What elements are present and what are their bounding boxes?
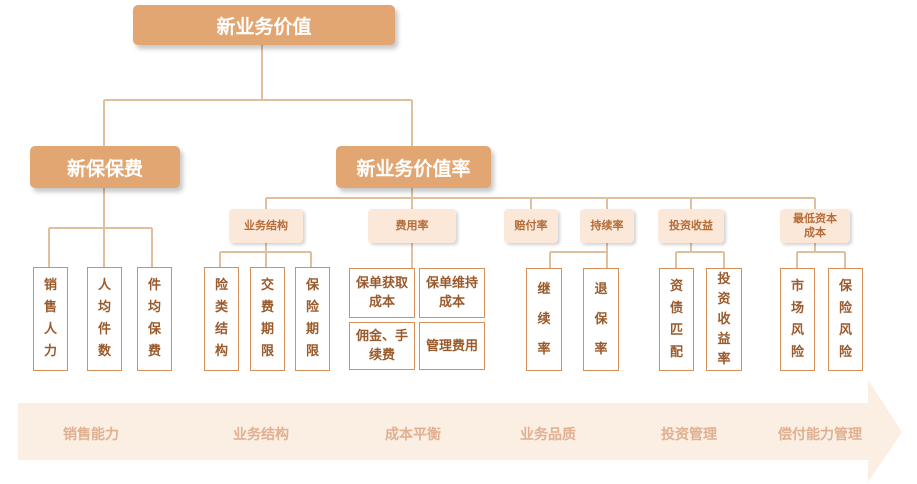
branch-new-premium: 新保保费 xyxy=(30,146,180,188)
category-min-capital-cost: 最低资本成本 xyxy=(780,209,850,243)
capability-investment-management: 投资管理 xyxy=(661,427,717,443)
capability-sales: 销售能力 xyxy=(63,427,119,443)
leaf-commission-fees: 佣金、手续费 xyxy=(349,322,415,370)
branch-value-rate: 新业务价值率 xyxy=(336,146,491,188)
leaf-surrender-rate: 退保率 xyxy=(583,268,619,371)
capability-solvency-management: 偿付能力管理 xyxy=(778,427,862,443)
leaf-management-expense: 管理费用 xyxy=(419,322,485,370)
leaf-payment-term: 交费期限 xyxy=(250,267,285,371)
leaf-market-risk: 市场风险 xyxy=(780,268,815,371)
leaf-coverage-term: 保险期限 xyxy=(295,267,330,371)
category-expense-ratio: 费用率 xyxy=(368,209,456,243)
leaf-premium-per-case: 件均保费 xyxy=(137,267,172,371)
capability-business-structure: 业务结构 xyxy=(233,427,289,443)
root-node: 新业务价值 xyxy=(133,5,395,45)
leaf-cases-per-agent: 人均件数 xyxy=(87,267,122,371)
leaf-continuation-rate: 继续率 xyxy=(526,268,562,371)
category-persistency: 持续率 xyxy=(580,209,634,243)
leaf-product-mix: 险类结构 xyxy=(204,267,239,371)
leaf-investment-yield: 投资收益率 xyxy=(706,268,742,371)
capability-business-quality: 业务品质 xyxy=(520,427,576,443)
leaf-maintenance-cost: 保单维持成本 xyxy=(419,268,485,318)
leaf-acquisition-cost: 保单获取成本 xyxy=(349,268,415,318)
leaf-sales-force: 销售人力 xyxy=(33,267,68,371)
capability-cost-balance: 成本平衡 xyxy=(385,427,441,443)
category-investment-return: 投资收益 xyxy=(658,209,724,243)
category-loss-ratio: 赔付率 xyxy=(504,209,558,243)
leaf-insurance-risk: 保险风险 xyxy=(828,268,863,371)
leaf-asset-liability-matching: 资债匹配 xyxy=(659,268,694,371)
category-business-structure: 业务结构 xyxy=(229,209,303,243)
